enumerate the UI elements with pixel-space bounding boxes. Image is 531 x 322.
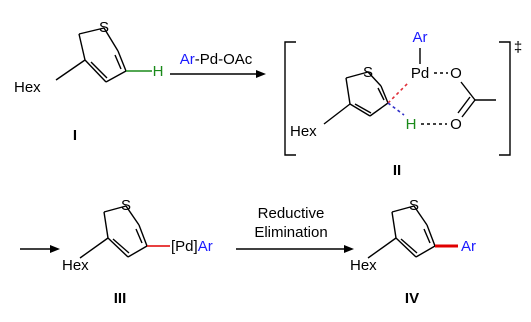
double-dagger-symbol: ‡: [514, 39, 522, 56]
hydrogen-label-I: H: [153, 63, 164, 80]
reagent-rest: -Pd-OAc: [195, 51, 253, 68]
pd-aryl-fragment-III: [Pd]Ar: [171, 238, 213, 255]
pd-fragment-label: [Pd]: [171, 238, 198, 255]
sulfur-label-IV: S: [409, 197, 419, 214]
transition-state-II: ‡ S Hex Pd Ar O O H II: [284, 29, 522, 179]
compound-label-IV: IV: [405, 290, 419, 307]
ts-bracket-right: [499, 41, 511, 156]
hex-label-IV: Hex: [350, 257, 377, 274]
step2-label-line2: Elimination: [254, 224, 327, 241]
sulfur-label-III: S: [121, 197, 131, 214]
sulfur-label-I: S: [99, 19, 109, 36]
sulfur-label-II: S: [363, 64, 373, 81]
reaction-arrow-lead-in: [20, 245, 60, 253]
hex-label-I: Hex: [14, 79, 41, 96]
aryl-label-III: Ar: [198, 238, 213, 255]
molecule-III: S Hex [Pd]Ar III: [62, 197, 213, 307]
molecule-IV: S Hex Ar IV: [350, 197, 476, 307]
ts-pd-c-forming-bond: [387, 81, 410, 104]
thiophene-ring-III: [79, 205, 148, 259]
aryl-label-II: Ar: [413, 29, 428, 46]
oxygen-label-lower: O: [450, 116, 462, 133]
aryl-label-IV: Ar: [461, 238, 476, 255]
hydrogen-label-II: H: [406, 116, 417, 133]
thiophene-ring-I: [55, 27, 127, 83]
compound-label-II: II: [393, 162, 401, 179]
compound-label-I: I: [73, 127, 77, 144]
molecule-I: S H Hex I: [14, 19, 163, 144]
ts-c-h-breaking-bond: [387, 102, 405, 116]
oxygen-label-upper: O: [450, 65, 462, 82]
thiophene-ring-IV: [367, 205, 436, 259]
ts-bracket-left: [284, 41, 296, 156]
reagent-label: Ar-Pd-OAc: [180, 51, 253, 68]
step2-label-line1: Reductive: [258, 205, 325, 222]
reaction-arrow-2: [236, 245, 354, 253]
reaction-arrow-1: [170, 70, 266, 78]
hex-label-III: Hex: [62, 257, 89, 274]
thiophene-ring-II: [323, 71, 389, 125]
reagent-aryl: Ar: [180, 51, 195, 68]
acetate-group: [457, 81, 496, 118]
palladium-label-II: Pd: [411, 65, 429, 82]
compound-label-III: III: [114, 290, 127, 307]
hex-label-II: Hex: [290, 123, 317, 140]
